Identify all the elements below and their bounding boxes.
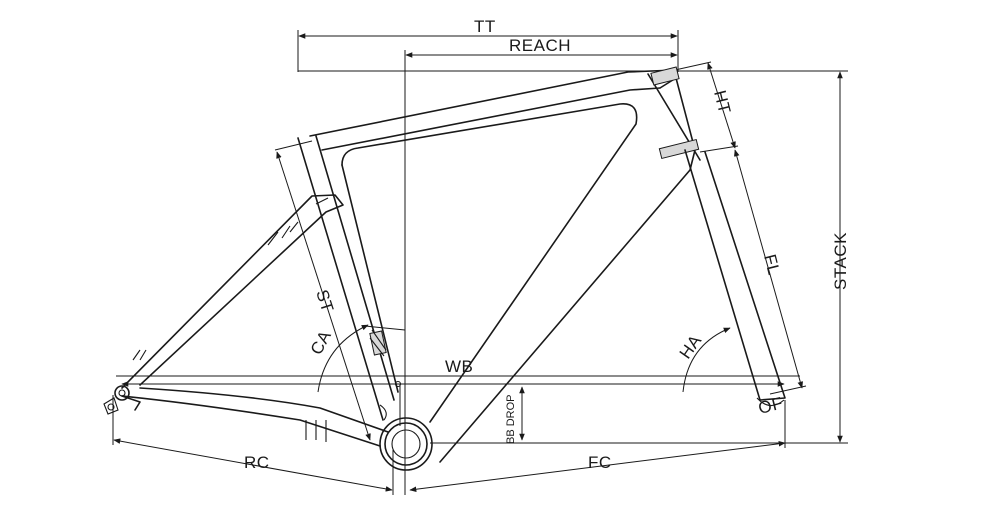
label-reach: REACH (509, 36, 571, 55)
headset-bearing (658, 138, 700, 160)
bike-frame (103, 66, 786, 471)
label-fc: FC (588, 453, 612, 472)
label-ht: HT (710, 88, 734, 116)
reach-dimension (404, 50, 678, 495)
fork-blade (684, 149, 786, 401)
dimension-lines (112, 30, 848, 495)
seat-stay (121, 194, 344, 389)
derailleur-hanger (103, 397, 119, 415)
label-bb-drop: BB DROP (505, 394, 517, 444)
label-wb: WB (445, 357, 473, 376)
ht-dimension (674, 61, 739, 153)
label-st: ST (312, 287, 337, 314)
label-tt: TT (474, 17, 496, 36)
label-rc: RC (244, 453, 270, 472)
label-of: OF (756, 393, 784, 417)
label-ha: HA (676, 331, 706, 362)
ha-angle (682, 327, 731, 393)
rear-axle (114, 385, 130, 401)
seat-clamp (369, 330, 387, 356)
rc-dimension (112, 395, 394, 495)
fc-dimension (409, 400, 786, 492)
tt-dimension (297, 30, 679, 72)
dimension-labels: TT REACH HT STACK FL ST CA WB HA BB DROP… (244, 17, 850, 472)
bottom-bracket (379, 380, 433, 471)
fl-dimension (734, 149, 807, 395)
stack-dimension (430, 71, 848, 444)
chain-stay (121, 395, 381, 447)
front-triangle-inner (341, 103, 638, 423)
seat-tube (297, 137, 384, 421)
label-fl: FL (760, 252, 783, 277)
label-stack: STACK (831, 232, 850, 290)
label-ca: CA (307, 327, 335, 358)
fork-dropout (756, 397, 785, 407)
down-tube (439, 77, 696, 463)
st-dimension (274, 140, 371, 441)
